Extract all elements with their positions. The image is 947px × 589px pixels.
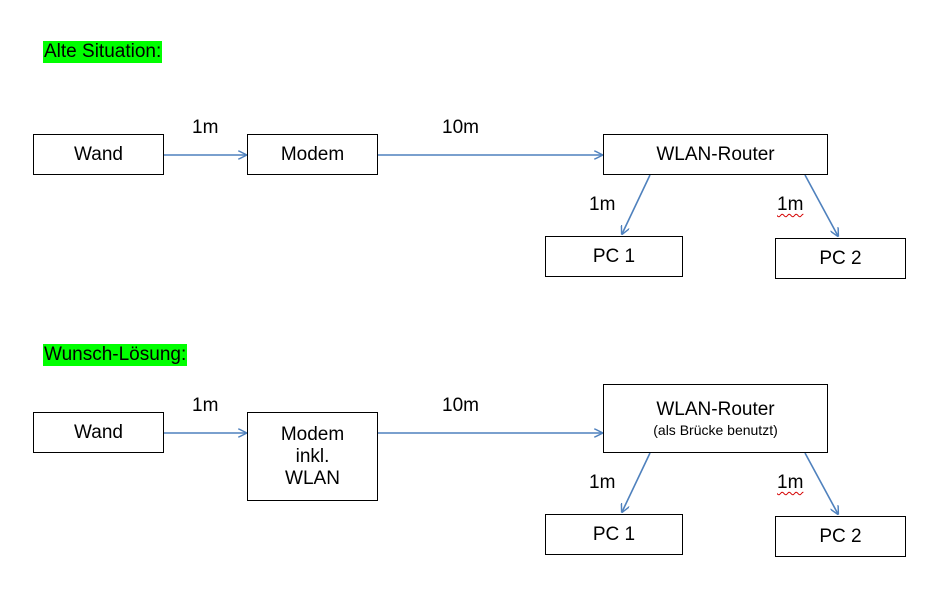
arrow-old-router-pc2	[804, 174, 838, 236]
new-router-note: (als Brücke benutzt)	[653, 421, 778, 438]
new-modem-label-line1: Modem	[280, 423, 345, 445]
old-wand-label: Wand	[74, 143, 123, 165]
new-router-label: WLAN-Router	[656, 398, 775, 420]
new-length-router-pc1: 1m	[589, 472, 616, 493]
old-length-router-pc2: 1m	[777, 194, 804, 215]
old-length-router-pc1: 1m	[589, 194, 616, 215]
new-pc2-box: PC 2	[775, 516, 906, 557]
arrow-new-router-pc2	[804, 452, 838, 514]
old-pc1-label: PC 1	[592, 245, 636, 267]
new-modem-label-line3: WLAN	[285, 467, 340, 489]
old-length-wand-modem: 1m	[192, 117, 219, 138]
old-router-box: WLAN-Router	[603, 134, 828, 175]
old-modem-label: Modem	[280, 143, 345, 165]
old-wand-box: Wand	[33, 134, 164, 175]
new-router-box: WLAN-Router (als Brücke benutzt)	[603, 384, 828, 453]
old-length-modem-router: 10m	[442, 117, 479, 138]
new-modem-box: Modem inkl. WLAN	[247, 412, 378, 501]
new-length-modem-router: 10m	[442, 395, 479, 416]
new-pc2-label: PC 2	[819, 525, 862, 547]
old-pc2-box: PC 2	[775, 238, 906, 279]
new-length-router-pc2: 1m	[777, 472, 804, 493]
arrow-new-router-pc1	[622, 452, 651, 512]
old-modem-box: Modem	[247, 134, 378, 175]
old-situation-heading: Alte Situation:	[43, 41, 163, 63]
new-wand-box: Wand	[33, 412, 164, 453]
old-pc1-box: PC 1	[545, 236, 683, 277]
arrow-old-router-pc1	[622, 174, 651, 234]
old-pc2-label: PC 2	[819, 247, 862, 269]
new-modem-label-line2: inkl.	[295, 445, 330, 467]
new-wand-label: Wand	[74, 421, 123, 443]
new-pc1-box: PC 1	[545, 514, 683, 555]
new-solution-heading: Wunsch-Lösung:	[43, 344, 188, 366]
new-length-wand-modem: 1m	[192, 395, 219, 416]
new-pc1-label: PC 1	[592, 523, 636, 545]
old-router-label: WLAN-Router	[656, 143, 775, 165]
